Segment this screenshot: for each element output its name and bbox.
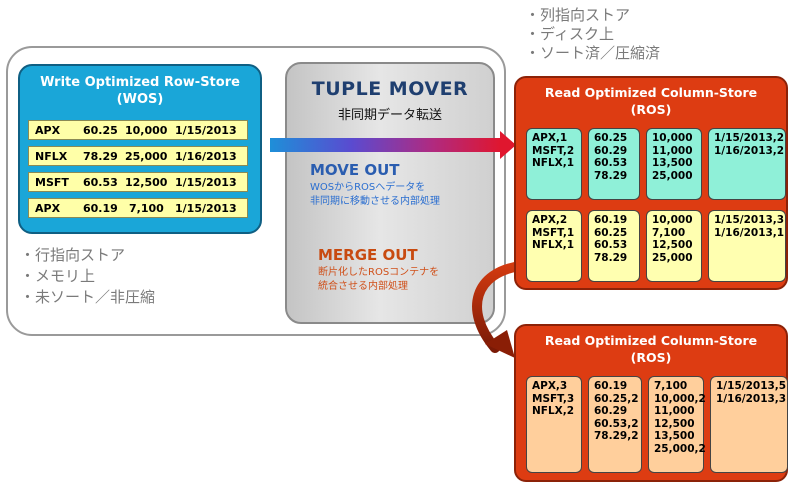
- ros-note-1: ・列指向ストア: [525, 6, 631, 24]
- ros-cell: 1/15/2013,5 1/16/2013,3: [710, 376, 788, 473]
- wos-cell: NFLX: [35, 150, 68, 163]
- merge-out-heading: MERGE OUT: [318, 246, 418, 264]
- ros-cell: 7,100 10,000,2 11,000 12,500 13,500 25,0…: [648, 376, 706, 473]
- wos-cell: 1/16/2013: [175, 150, 237, 163]
- ros-cell: 1/15/2013,2 1/16/2013,2: [708, 128, 786, 200]
- merge-out-line2: 統合させる内部処理: [318, 281, 408, 292]
- tuple-mover-title: TUPLE MOVER: [311, 78, 469, 100]
- wos-note-1: ・行指向ストア: [20, 246, 126, 264]
- ros-bottom-title: Read Optimized Column-Store (ROS): [514, 332, 788, 366]
- merge-out-arrow: [472, 261, 526, 358]
- tuple-mover-box: [285, 62, 495, 324]
- ros-top-title: Read Optimized Column-Store (ROS): [514, 84, 788, 118]
- ros-cell: 60.19 60.25,2 60.29 60.53,2 78.29,2: [588, 376, 642, 473]
- ros-cell: APX,3 MSFT,3 NFLX,2: [526, 376, 582, 473]
- move-out-heading: MOVE OUT: [310, 161, 400, 179]
- wos-cell: 10,000: [125, 124, 168, 137]
- wos-title-line1: Write Optimized Row-Store: [40, 75, 240, 90]
- tuple-mover-subtitle: 非同期データ転送: [337, 108, 442, 123]
- move-out-line2: 非同期に移動させる内部処理: [310, 196, 440, 207]
- ros-top-title-line1: Read Optimized Column-Store: [544, 85, 758, 100]
- wos-cell: 60.25: [83, 124, 118, 137]
- ros-bottom-title-line1: Read Optimized Column-Store: [544, 333, 758, 348]
- wos-title-line2: (WOS): [116, 92, 164, 107]
- wos-cell: 60.19: [83, 202, 118, 215]
- wos-cell: 60.53: [83, 176, 118, 189]
- wos-title: Write Optimized Row-Store (WOS): [18, 74, 262, 108]
- wos-cell: 78.29: [83, 150, 118, 163]
- ros-cell: APX,1 MSFT,2 NFLX,1: [526, 128, 582, 200]
- ros-cell: 10,000 7,100 12,500 25,000: [646, 210, 702, 282]
- wos-row: NFLX 78.29 25,000 1/16/2013: [28, 146, 248, 166]
- wos-cell: APX: [35, 124, 61, 137]
- ros-note-3: ・ソート済／圧縮済: [525, 44, 661, 62]
- wos-cell: 1/15/2013: [175, 124, 237, 137]
- ros-cell: 60.25 60.29 60.53 78.29: [588, 128, 640, 200]
- wos-row: APX 60.25 10,000 1/15/2013: [28, 120, 248, 140]
- wos-cell: 12,500: [125, 176, 168, 189]
- ros-bottom-title-line2: (ROS): [630, 350, 672, 365]
- merge-out-line1: 断片化したROSコンテナを: [318, 267, 440, 278]
- wos-cell: MSFT: [35, 176, 69, 189]
- wos-row: APX 60.19 7,100 1/15/2013: [28, 198, 248, 218]
- wos-row: MSFT 60.53 12,500 1/15/2013: [28, 172, 248, 192]
- move-out-arrow: [270, 138, 502, 152]
- ros-note-2: ・ディスク上: [525, 25, 614, 43]
- ros-cell: APX,2 MSFT,1 NFLX,1: [526, 210, 582, 282]
- move-out-line1: WOSからROSへデータを: [310, 182, 426, 193]
- move-out-arrow-head: [500, 131, 516, 159]
- wos-cell: 7,100: [129, 202, 164, 215]
- merge-out-description: 断片化したROSコンテナを 統合させる内部処理: [318, 266, 439, 294]
- ros-top-title-line2: (ROS): [630, 102, 672, 117]
- ros-cell: 60.19 60.25 60.53 78.29: [588, 210, 640, 282]
- ros-cell: 10,000 11,000 13,500 25,000: [646, 128, 702, 200]
- wos-cell: 1/15/2013: [175, 176, 237, 189]
- wos-note-3: ・未ソート／非圧縮: [20, 288, 156, 306]
- ros-cell: 1/15/2013,3 1/16/2013,1: [708, 210, 786, 282]
- wos-cell: 1/15/2013: [175, 202, 237, 215]
- wos-cell: 25,000: [125, 150, 168, 163]
- wos-note-2: ・メモリ上: [20, 267, 96, 285]
- wos-cell: APX: [35, 202, 61, 215]
- move-out-description: WOSからROSへデータを 非同期に移動させる内部処理: [310, 181, 440, 209]
